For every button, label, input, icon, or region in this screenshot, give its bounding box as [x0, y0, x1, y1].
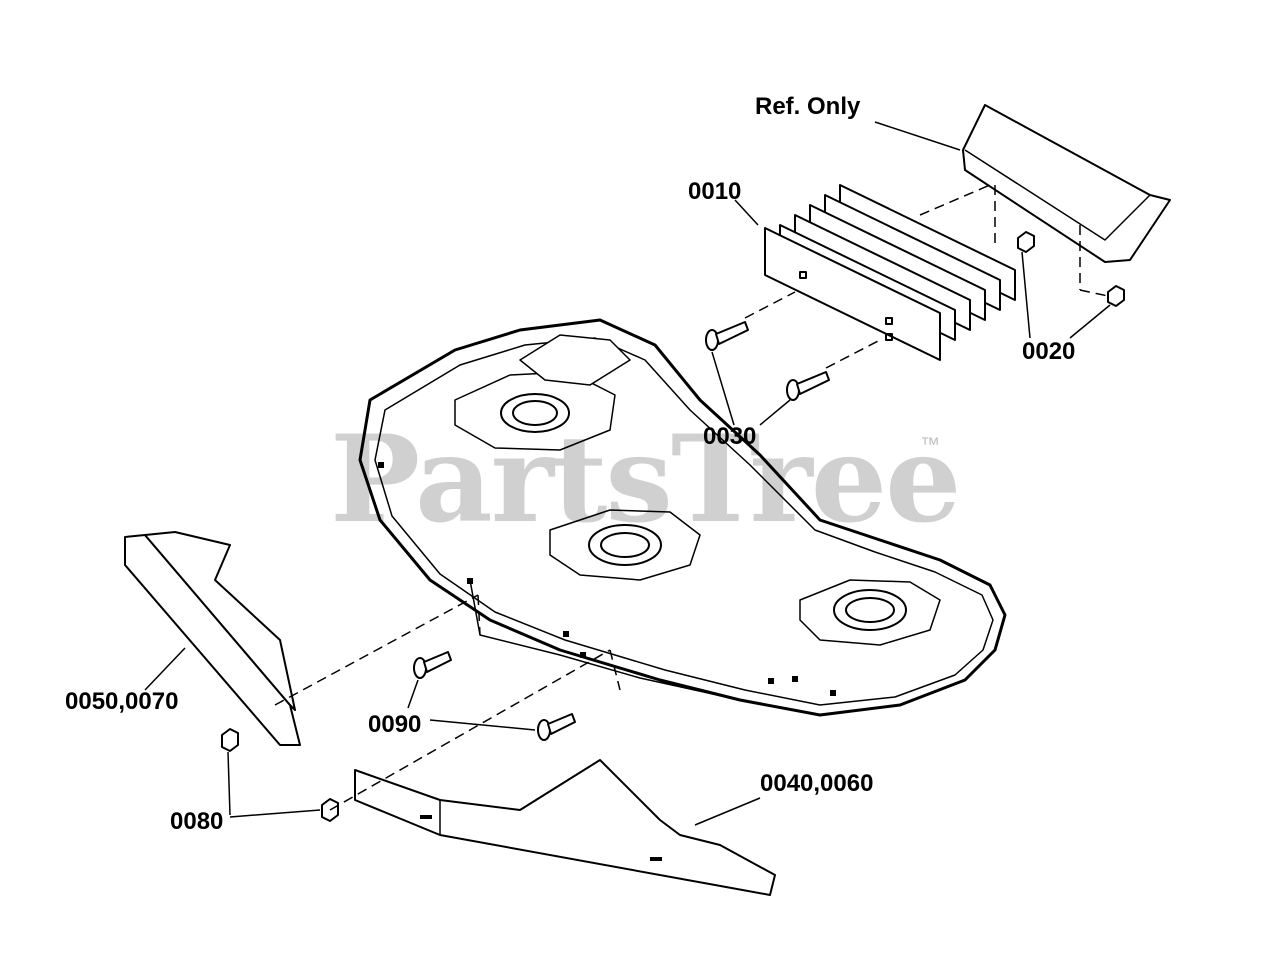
deflector-0050-0070 [124, 531, 301, 746]
label-0010: 0010 [688, 178, 742, 205]
leader-lines [144, 121, 1111, 826]
label-0050-0070: 0050,0070 [65, 688, 179, 715]
mower-deck [358, 318, 1007, 717]
side-shield-0040-0060 [354, 759, 776, 896]
label-0090: 0090 [368, 711, 422, 738]
bolt-0030 [705, 321, 830, 401]
trademark-symbol: ™ [920, 434, 940, 456]
bolt-0090 [413, 651, 576, 741]
watermark-text: PartsTree [330, 409, 961, 550]
label-0030: 0030 [703, 423, 757, 450]
assembly-lines [274, 184, 1109, 811]
nut-0020 [1017, 231, 1125, 307]
label-0040-0060: 0040,0060 [760, 770, 874, 797]
label-0080: 0080 [170, 808, 224, 835]
label-ref-only: Ref. Only [755, 93, 861, 120]
baffle-0010 [764, 184, 1016, 361]
ref-only-bracket [962, 104, 1171, 263]
label-0020: 0020 [1022, 338, 1076, 365]
